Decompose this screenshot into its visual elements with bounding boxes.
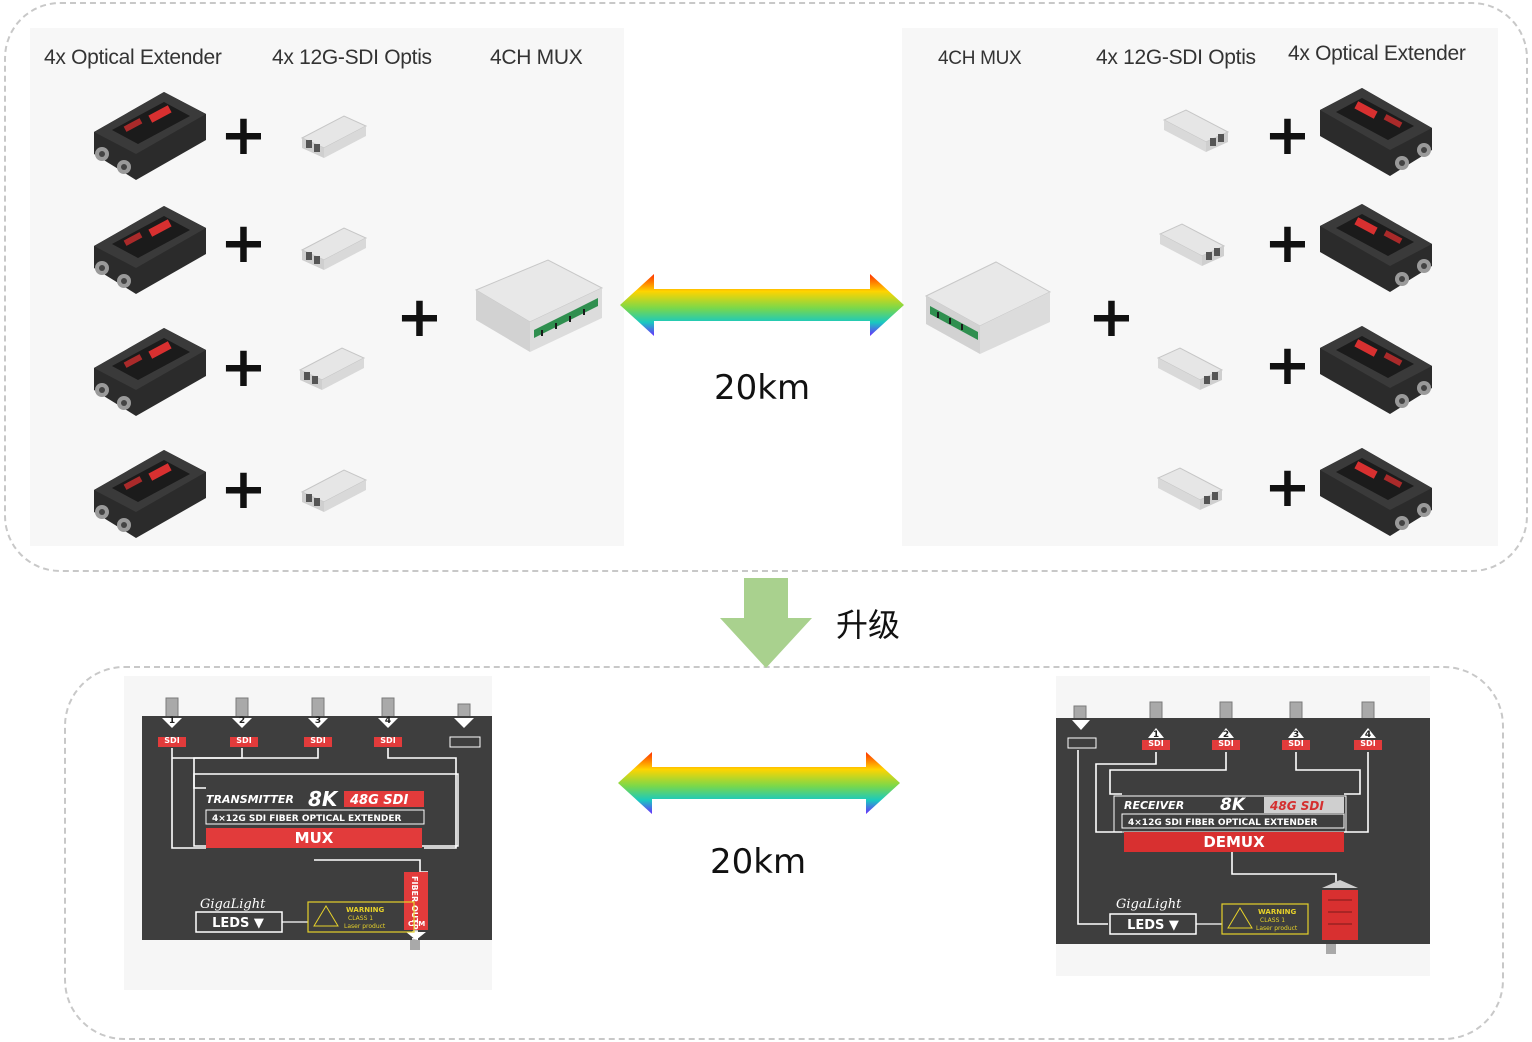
sdi-tag: SDI <box>164 736 180 745</box>
optical-extender-device <box>1320 88 1432 176</box>
sdi-tag: SDI <box>1148 739 1164 748</box>
receiver-panel: RECEIVER 8K 48G SDI 4×12G SDI FIBER OPTI… <box>1056 701 1430 954</box>
right-header-optics: 4x 12G-SDI Optis <box>1096 46 1256 69</box>
sfp-module <box>301 227 367 271</box>
mux-box <box>474 259 604 352</box>
optical-extender-device <box>94 206 206 294</box>
transmitter-desc: 4×12G SDI FIBER OPTICAL EXTENDER <box>212 814 402 824</box>
top-group-frame <box>4 2 1528 572</box>
warning-title: WARNING <box>1258 908 1297 916</box>
leds-label: LEDS ▼ <box>1127 918 1179 933</box>
optical-extender-device <box>1320 326 1432 414</box>
sfp-module <box>1163 109 1229 153</box>
plus-sign: + <box>220 335 267 400</box>
port-number: 2 <box>238 716 246 726</box>
plus-sign: + <box>1088 285 1135 350</box>
port-number: 4 <box>384 716 392 726</box>
mux-box <box>924 261 1052 354</box>
plus-sign: + <box>220 457 267 522</box>
warning-class: CLASS 1 <box>1260 917 1285 924</box>
bidirectional-arrow-icon <box>618 752 900 814</box>
upgrade-down-arrow-icon <box>720 578 812 668</box>
sdi-tag: SDI <box>1360 739 1376 748</box>
sfp-module <box>1159 223 1225 267</box>
sdi-tag: SDI <box>236 736 252 745</box>
distance-label: 20km <box>710 842 807 882</box>
fiber-output-sub: CCM <box>408 920 425 928</box>
receiver-8k: 8K <box>1220 795 1247 815</box>
warning-class: CLASS 1 <box>348 915 373 922</box>
plus-sign: + <box>1264 333 1311 398</box>
demux-block-label: DEMUX <box>1203 833 1265 851</box>
transmitter-model: TRANSMITTER <box>206 793 294 806</box>
transmitter-badge: 48G SDI <box>349 793 408 808</box>
port-number: 1 <box>168 716 176 726</box>
left-header-extender: 4x Optical Extender <box>44 46 222 69</box>
receiver-model: RECEIVER <box>1124 799 1184 812</box>
sfp-module <box>1157 347 1223 391</box>
sfp-module <box>301 469 367 513</box>
warning-title: WARNING <box>346 906 385 914</box>
sdi-tag: SDI <box>1288 739 1304 748</box>
plus-sign: + <box>220 211 267 276</box>
brand-logo: GigaLight <box>1116 897 1182 912</box>
optical-extender-device <box>94 92 206 180</box>
right-header-extender: 4x Optical Extender <box>1288 42 1466 65</box>
optical-extender-device <box>1320 448 1432 536</box>
sfp-module <box>299 347 365 391</box>
sfp-module <box>1157 467 1223 511</box>
left-header-optics: 4x 12G-SDI Optis <box>272 46 432 69</box>
upgrade-label: 升级 <box>836 606 901 644</box>
bottom-group-frame <box>64 666 1504 1040</box>
port-number: 3 <box>314 716 322 726</box>
port-number: 2 <box>1222 730 1230 740</box>
plus-sign: + <box>220 103 267 168</box>
warning-product: Laser product <box>1256 925 1298 932</box>
port-number: 1 <box>1152 730 1160 740</box>
leds-label: LEDS ▼ <box>212 916 264 931</box>
receiver-desc: 4×12G SDI FIBER OPTICAL EXTENDER <box>1128 818 1318 828</box>
transmitter-panel: TRANSMITTER 8K 48G SDI 4×12G SDI FIBER O… <box>142 697 492 950</box>
receiver-badge: 48G SDI <box>1269 799 1324 813</box>
optical-extender-device <box>94 450 206 538</box>
distance-label: 20km <box>714 368 811 408</box>
port-number: 4 <box>1364 730 1372 740</box>
sdi-tag: SDI <box>1218 739 1234 748</box>
plus-sign: + <box>396 285 443 350</box>
brand-logo: GigaLight <box>200 897 266 912</box>
port-number: 3 <box>1292 730 1300 740</box>
plus-sign: + <box>1264 211 1311 276</box>
optical-extender-device <box>94 328 206 416</box>
sdi-tag: SDI <box>380 736 396 745</box>
right-header-mux: 4CH MUX <box>938 48 1022 69</box>
optical-extender-device <box>1320 204 1432 292</box>
bidirectional-arrow-icon <box>620 274 904 336</box>
plus-sign: + <box>1264 455 1311 520</box>
plus-sign: + <box>1264 103 1311 168</box>
left-header-mux: 4CH MUX <box>490 46 583 69</box>
transmitter-8k: 8K <box>308 787 339 811</box>
sfp-module <box>301 115 367 159</box>
mux-block-label: MUX <box>295 829 334 847</box>
warning-product: Laser product <box>344 923 386 930</box>
sdi-tag: SDI <box>310 736 326 745</box>
